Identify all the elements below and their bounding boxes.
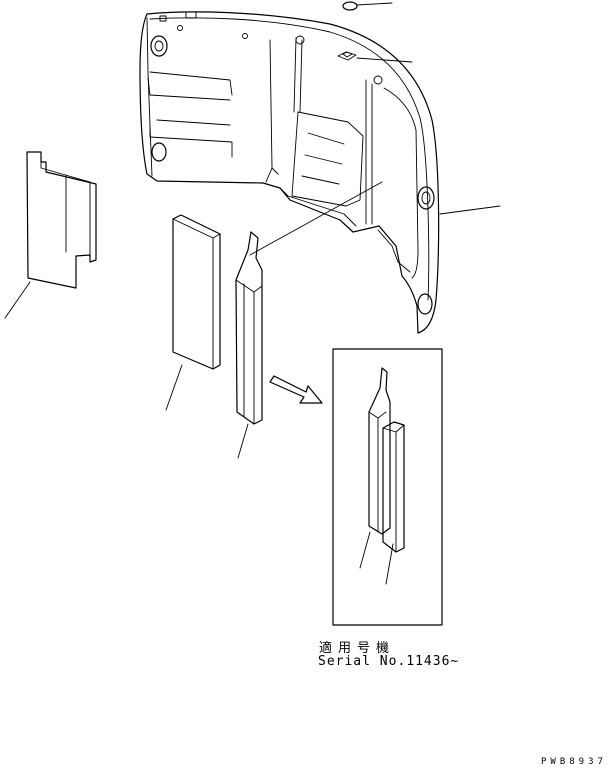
angle-seal — [235, 181, 383, 459]
direction-arrow — [269, 375, 323, 404]
drawing-code: PWB8937 — [541, 757, 607, 767]
plug-cap — [342, 1, 393, 11]
cover-leader-line — [439, 205, 501, 215]
seal-strip-left — [4, 151, 97, 319]
main-cover — [139, 11, 440, 334]
foam-block — [165, 214, 221, 411]
applicability-label: 適用号機 — [319, 641, 396, 656]
plug-hole — [337, 51, 413, 63]
inset-detail-box — [332, 348, 443, 626]
serial-number-label: Serial No.11436~ — [318, 654, 460, 669]
